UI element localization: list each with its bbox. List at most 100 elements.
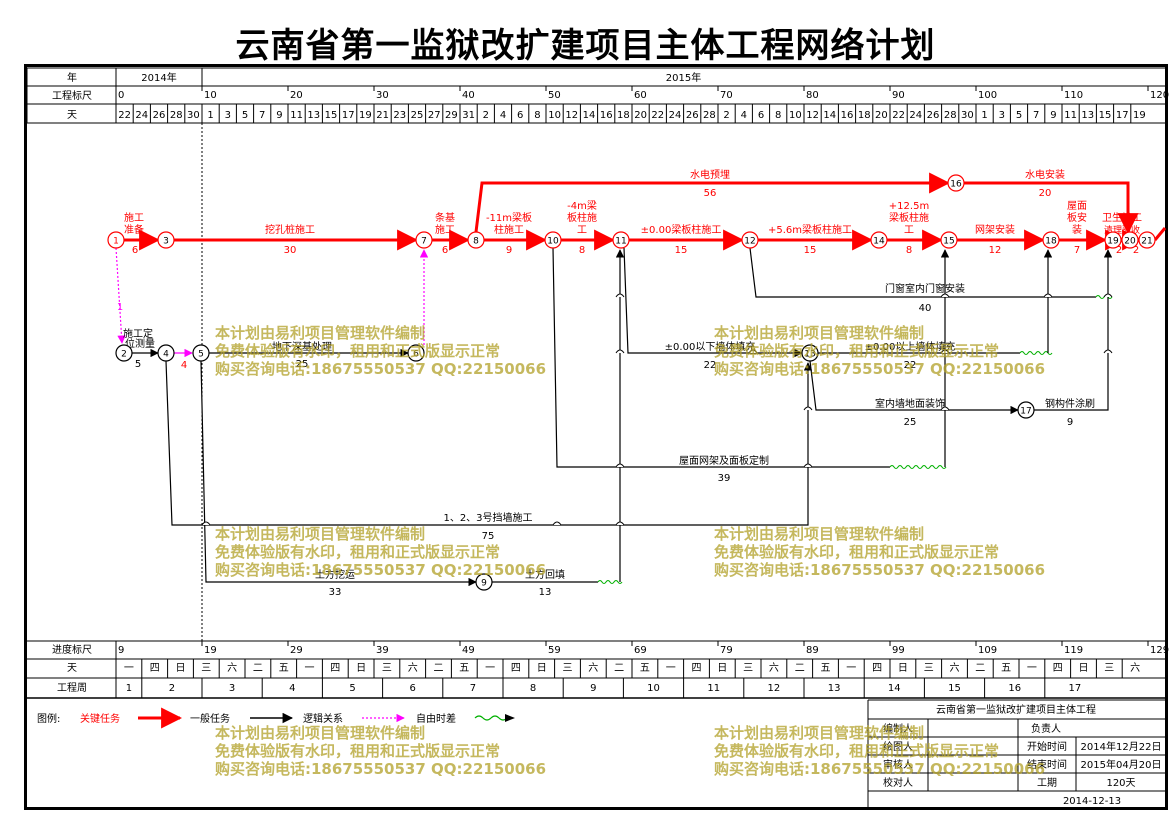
reviewer-label: 审核人 (883, 758, 913, 771)
task-duration: 20 (1039, 188, 1052, 199)
node-20 (1121, 231, 1139, 249)
arrow-task-11 (474, 172, 951, 233)
day-cell-label: 11 (290, 110, 303, 121)
node-11 (612, 231, 630, 249)
arrow-task-20 (1034, 249, 1113, 411)
day-cell-label: 12 (806, 110, 819, 121)
progress-tick-label: 39 (376, 645, 389, 656)
legend-float-label: 自由时差 (416, 712, 456, 725)
scale-tick-label: 0 (118, 90, 124, 101)
day-cell-label: 14 (823, 110, 836, 121)
task-duration: 33 (329, 587, 342, 598)
task-label: 水电预埋 (690, 168, 730, 181)
node-label-14: 14 (873, 237, 885, 247)
day-cell-label: 1 (981, 110, 987, 121)
task-label: 网架安装 (975, 223, 1015, 236)
scale-tick-label: 80 (806, 90, 819, 101)
weekday-cell-label: 二 (975, 663, 985, 674)
node-4 (157, 344, 175, 362)
legend-wave (474, 715, 508, 721)
line-jump (748, 349, 758, 354)
scale-tick-label: 100 (978, 90, 997, 101)
scale-tick-label: 90 (892, 90, 905, 101)
task-duration: 8 (906, 245, 912, 256)
day-cell-label: 20 (875, 110, 888, 121)
node-label-7: 7 (421, 237, 427, 247)
node-label-18: 18 (1045, 237, 1057, 247)
week-cell-label: 12 (768, 683, 781, 694)
weekday-cell-label: 六 (588, 662, 598, 674)
weekday-cell-label: 四 (692, 663, 702, 674)
scale-tick-label: 120 (1150, 90, 1169, 101)
weekday-cell-label: 二 (795, 663, 805, 674)
weekday-cell-label: 六 (408, 662, 418, 674)
day-cell-label: 2 (483, 110, 489, 121)
task-label: 屋面 (1067, 200, 1087, 212)
weekday-cell-label: 一 (1027, 663, 1037, 674)
progress-tick-label: 99 (892, 645, 905, 656)
weekday-cell-label: 二 (253, 663, 263, 674)
node-label-9: 9 (481, 579, 487, 589)
node-19 (1104, 231, 1122, 249)
node-label-8: 8 (473, 237, 479, 247)
day-cell-label: 14 (583, 110, 596, 121)
arrow-task-17 (623, 247, 803, 358)
task-duration: 39 (718, 473, 731, 484)
day-cell-label: 12 (565, 110, 578, 121)
progress-tick-label: 109 (978, 645, 997, 656)
checker-label: 校对人 (883, 776, 913, 789)
node-8 (467, 231, 485, 249)
weekday-cell-label: 一 (666, 663, 676, 674)
day-cell-label: 18 (858, 110, 871, 121)
week-cell-label: 4 (289, 683, 295, 694)
weekday-cell-label: 六 (950, 662, 960, 674)
end-value: 2015年04月20日 (1081, 758, 1162, 771)
day-cell-label: 2 (723, 110, 729, 121)
node-15 (940, 231, 958, 249)
node-18 (1042, 231, 1060, 249)
task-label: ±0.00以下墙体填充 (665, 340, 756, 353)
watermark: 本计划由易利项目管理软件编制免费体验版有水印，租用和正式版显示正常购买咨询电话:… (215, 324, 547, 378)
node-3 (157, 231, 175, 249)
progress-tick-label: 49 (462, 645, 475, 656)
weekday-cell-label: 四 (330, 663, 340, 674)
line-jump (615, 293, 625, 298)
page-title: 云南省第一监狱改扩建项目主体工程网络计划 (235, 26, 936, 66)
node-label-17: 17 (1020, 407, 1031, 417)
legend-normal-label: 一般任务 (190, 712, 230, 725)
node-5 (192, 344, 210, 362)
node-label-2: 2 (121, 350, 127, 360)
day-cell-label: 15 (1099, 110, 1112, 121)
week-cell-label: 5 (349, 683, 355, 694)
scale-tick-label: 70 (720, 90, 733, 101)
week-cell-label: 6 (410, 683, 416, 694)
weekday-cell-label: 日 (176, 663, 186, 674)
scale-tick-label: 60 (634, 90, 647, 101)
task-duration: 2 (1116, 245, 1122, 256)
day-cell-label: 26 (153, 110, 166, 121)
weekday-cell-label: 四 (1053, 663, 1063, 674)
day-cell-label: 19 (1133, 110, 1146, 121)
scale-label: 工程标尺 (52, 90, 92, 102)
line-jump (803, 463, 813, 468)
line-jump (940, 293, 950, 298)
float-wave (1019, 350, 1053, 356)
node-2 (115, 344, 133, 362)
week-cell-label: 17 (1069, 683, 1082, 694)
weekday-cell-label: 五 (459, 663, 469, 674)
task-duration: 15 (804, 245, 817, 256)
task-duration: 6 (132, 245, 138, 256)
node-label-1: 1 (113, 237, 119, 247)
legend-wave-arrow (505, 714, 515, 722)
node-label-3: 3 (163, 237, 169, 247)
node-label-21: 21 (1141, 237, 1152, 247)
week-cell-label: 7 (470, 683, 476, 694)
task-duration: 8 (579, 245, 585, 256)
task-label: 条基 (435, 211, 455, 224)
day-cell-label: 7 (259, 110, 265, 121)
line-jump (201, 521, 211, 526)
task-label: +12.5m (889, 201, 929, 212)
day-cell-label: 29 (445, 110, 458, 121)
weekday-cell-label: 六 (769, 662, 779, 674)
progress-tick-label: 89 (806, 645, 819, 656)
